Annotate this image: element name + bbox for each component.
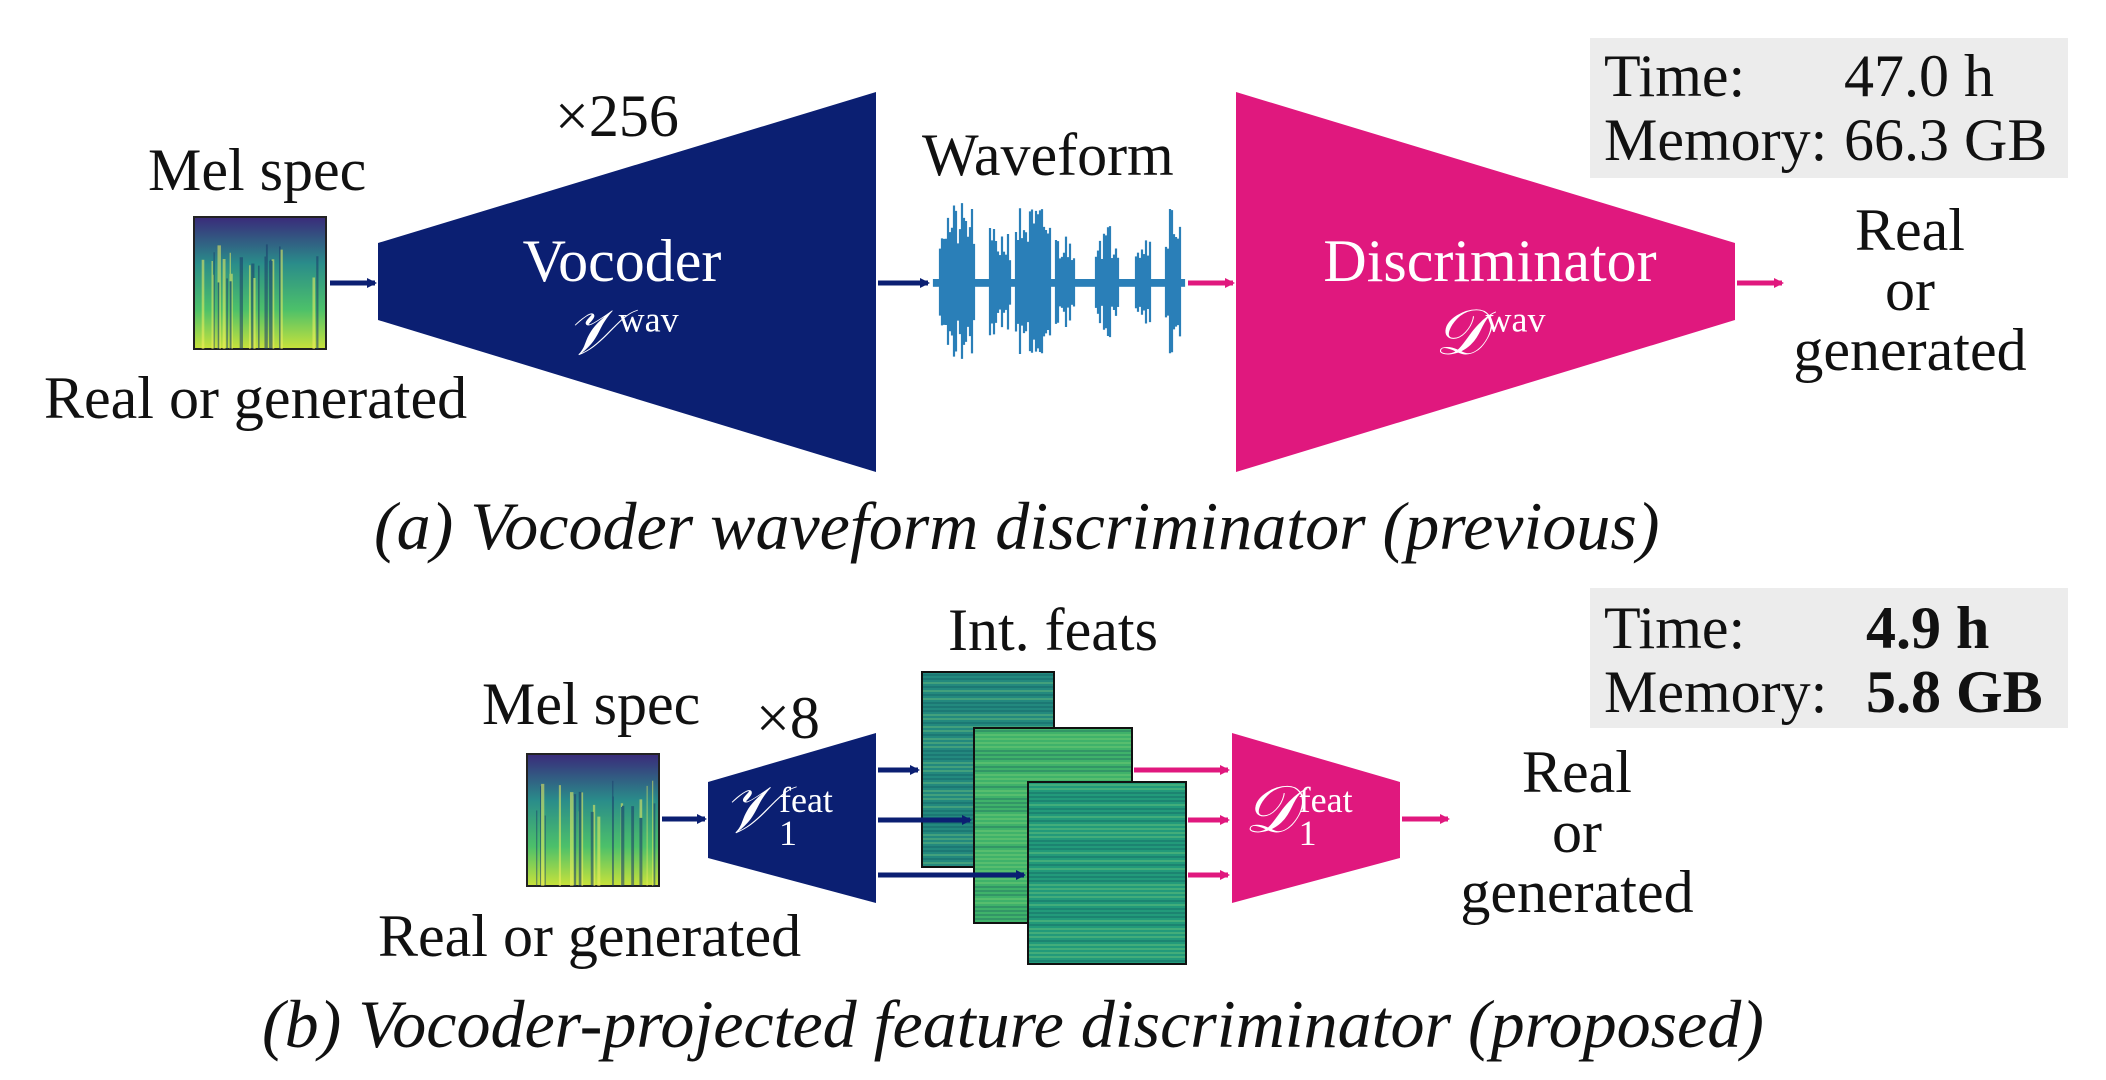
caption-a: (a) Vocoder waveform discriminator (prev… [374, 488, 1660, 564]
feature-maps [921, 671, 1187, 965]
stats-box-b [1590, 588, 2068, 728]
mel-spec-label-a: Mel spec [148, 137, 367, 203]
time-label-b: Time: [1604, 595, 1746, 661]
memory-label-a: Memory: [1604, 107, 1828, 173]
mel-sublabel-b: Real or generated [378, 903, 802, 969]
waveform-plot [932, 203, 1186, 359]
memory-label-b: Memory: [1604, 659, 1828, 725]
vocoder-name: Vocoder [522, 228, 722, 294]
stats-box-a [1590, 38, 2068, 178]
discriminator-wav-label: Discriminator 𝒟wav [1300, 228, 1680, 369]
waveform-label: Waveform [922, 122, 1174, 188]
feature-map-3 [1027, 781, 1187, 965]
memory-value-b: 5.8 GB [1866, 659, 2043, 725]
discriminator-wav-block [1236, 92, 1735, 472]
time-value-b: 4.9 h [1866, 595, 1990, 661]
discriminator-name: Discriminator [1323, 228, 1657, 294]
memory-value-a: 66.3 GB [1844, 107, 2048, 173]
mel-spectrogram-a [193, 216, 327, 350]
vocoder-feat-block [708, 733, 876, 903]
upsample-factor-a: ×256 [555, 83, 679, 149]
output-label-b: Real or generated [1460, 739, 1694, 925]
int-feats-label: Int. feats [948, 597, 1158, 663]
mel-sublabel-a: Real or generated [44, 365, 468, 431]
vocoder-wav-symbol: 𝒱wav [565, 297, 679, 369]
mel-spectrogram-b [526, 753, 660, 887]
vocoder-wav-label: Vocoder 𝒱wav [462, 228, 782, 369]
mel-spec-label-b: Mel spec [482, 671, 701, 737]
time-label-a: Time: [1604, 43, 1746, 109]
caption-b: (b) Vocoder-projected feature discrimina… [262, 986, 1764, 1062]
upsample-factor-b: ×8 [756, 685, 820, 751]
time-value-a: 47.0 h [1844, 43, 1994, 109]
output-label-a: Real or generated [1793, 197, 2027, 383]
vocoder-wav-block [378, 92, 876, 472]
discriminator-wav-symbol: 𝒟wav [1434, 297, 1546, 369]
discriminator-feat-block [1232, 733, 1400, 903]
